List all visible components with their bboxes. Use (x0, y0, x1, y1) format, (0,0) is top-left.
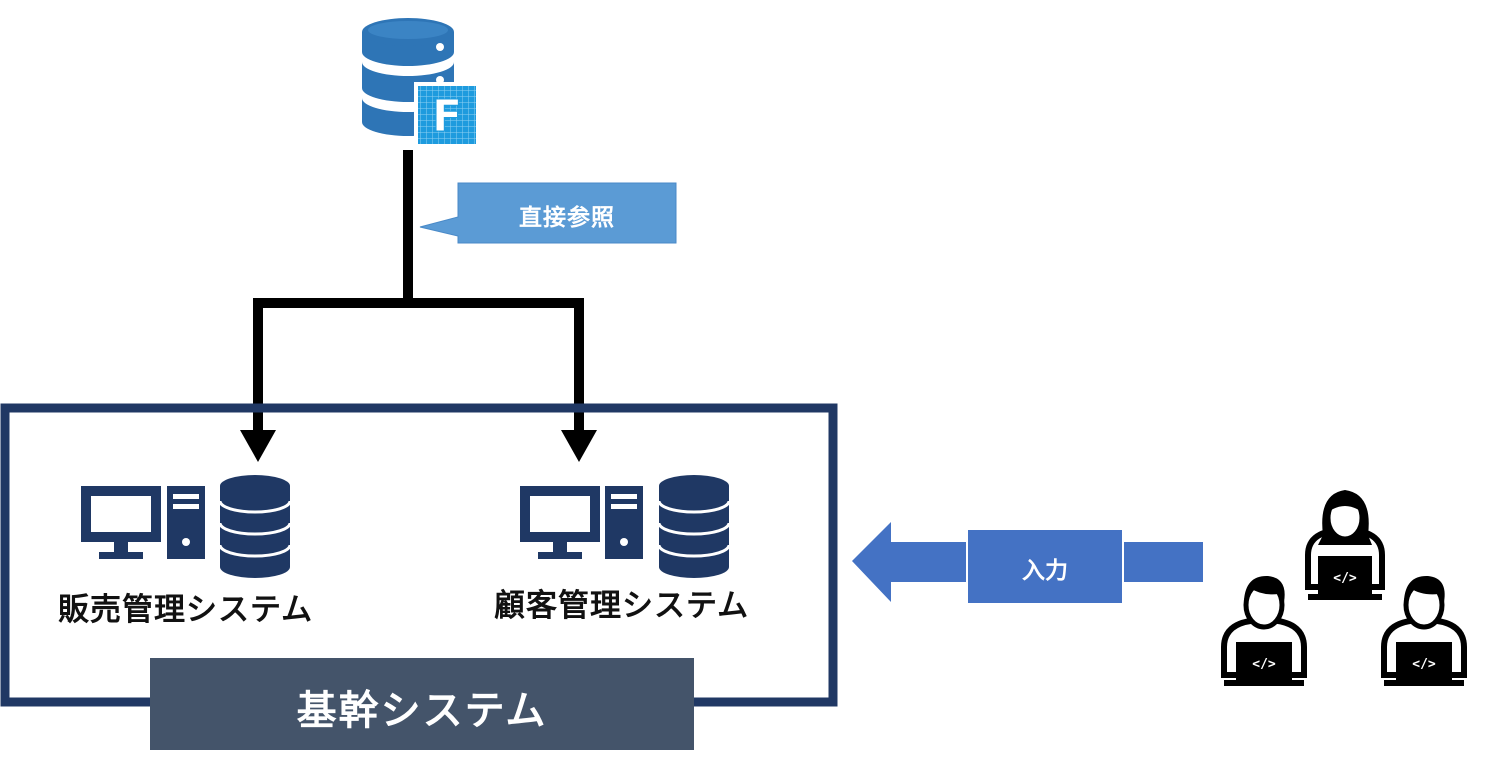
f-badge-icon: F (414, 82, 480, 148)
svg-text:</>: </> (1333, 571, 1357, 586)
sales-database-icon (218, 475, 292, 578)
input-arrow (852, 522, 1203, 603)
svg-text:</>: </> (1412, 657, 1436, 672)
connector-lines (253, 150, 584, 434)
customer-computer-icon (520, 486, 643, 559)
svg-text:</>: </> (1252, 657, 1276, 672)
customer-system-label: 顧客管理システム (494, 588, 750, 624)
core-system-label-bg (150, 658, 694, 750)
developer-male-icon: </> (1221, 575, 1307, 686)
core-system-label: 基幹システム (296, 688, 548, 734)
sales-computer-icon (81, 486, 205, 559)
sales-system-label: 販売管理システム (58, 592, 314, 628)
arrow-down-icon (240, 430, 276, 462)
developer-male-icon: </> (1381, 575, 1467, 686)
developer-female-icon: </> (1305, 490, 1385, 600)
arrow-down-icon (561, 430, 597, 462)
direct-reference-label: 直接参照 (519, 205, 615, 231)
customer-database-icon (657, 475, 731, 578)
f-badge-letter: F (432, 91, 462, 142)
top-database-icon (362, 18, 454, 136)
input-label: 入力 (1022, 558, 1068, 584)
direct-reference-callout (419, 182, 677, 244)
